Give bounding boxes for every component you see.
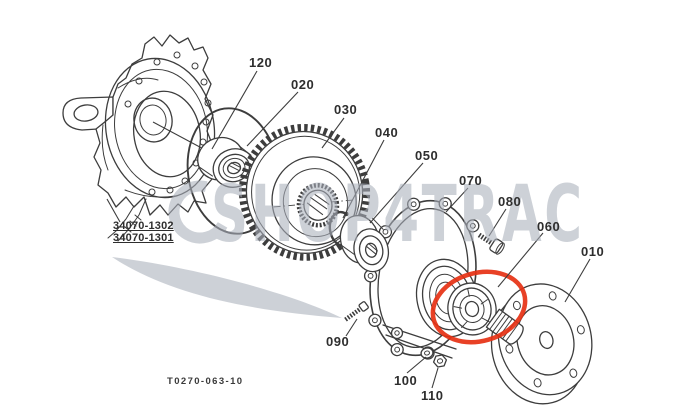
splined-shaft-stub bbox=[485, 308, 524, 345]
leader-line bbox=[431, 367, 439, 389]
axle-case-housing bbox=[62, 34, 216, 242]
axle-flange-010 bbox=[490, 283, 593, 405]
callout-090: 090 bbox=[326, 334, 350, 349]
leader-line bbox=[406, 356, 427, 374]
callout-050: 050 bbox=[415, 148, 439, 163]
callout-110: 110 bbox=[421, 388, 444, 403]
housing-ear bbox=[62, 96, 114, 131]
housing-opening bbox=[133, 90, 201, 178]
highlight-ellipse bbox=[430, 269, 528, 345]
callout-080: 080 bbox=[498, 194, 522, 209]
nut-110 bbox=[432, 354, 448, 368]
housing-tail bbox=[107, 198, 147, 242]
part-number-label: 34070-1302 34070-1301 bbox=[113, 220, 174, 244]
callout-030: 030 bbox=[334, 102, 358, 117]
leader-line bbox=[445, 187, 469, 213]
gear-spline-bore bbox=[296, 183, 340, 228]
bearing-060 bbox=[447, 282, 497, 336]
callout-010: 010 bbox=[581, 244, 605, 259]
bolt-080 bbox=[477, 232, 505, 255]
part-number: 34070-1301 bbox=[113, 231, 174, 244]
housing-tail-hatch bbox=[124, 214, 142, 233]
leader-line bbox=[369, 162, 424, 224]
callout-020: 020 bbox=[291, 77, 315, 92]
leader-line bbox=[497, 232, 544, 288]
stud-090 bbox=[344, 301, 369, 322]
leader-line bbox=[321, 117, 345, 149]
carrier-arm bbox=[382, 324, 457, 359]
washer-100 bbox=[420, 347, 434, 359]
leader-line bbox=[488, 208, 507, 237]
leader-line bbox=[564, 258, 591, 303]
leader-line bbox=[246, 91, 299, 147]
part-number: 34070-1302 bbox=[113, 220, 174, 232]
leader-line bbox=[345, 318, 358, 337]
leader-line bbox=[342, 139, 385, 219]
bearing-050 bbox=[339, 214, 390, 273]
leader-lines bbox=[106, 70, 591, 389]
housing-ear-hole bbox=[73, 104, 99, 122]
drawing-code: T0270-063-10 bbox=[167, 376, 244, 387]
callout-120: 120 bbox=[249, 55, 273, 70]
carrier-tabs bbox=[363, 197, 480, 360]
callout-100: 100 bbox=[394, 373, 418, 388]
leader-line bbox=[106, 198, 121, 223]
callout-070: 070 bbox=[459, 173, 483, 188]
flange-bolt-holes bbox=[505, 291, 585, 388]
callout-040: 040 bbox=[375, 125, 399, 140]
housing-bore bbox=[133, 97, 173, 143]
callout-060: 060 bbox=[537, 219, 561, 234]
housing-bore-inner bbox=[139, 104, 167, 136]
leader-line bbox=[211, 70, 258, 150]
